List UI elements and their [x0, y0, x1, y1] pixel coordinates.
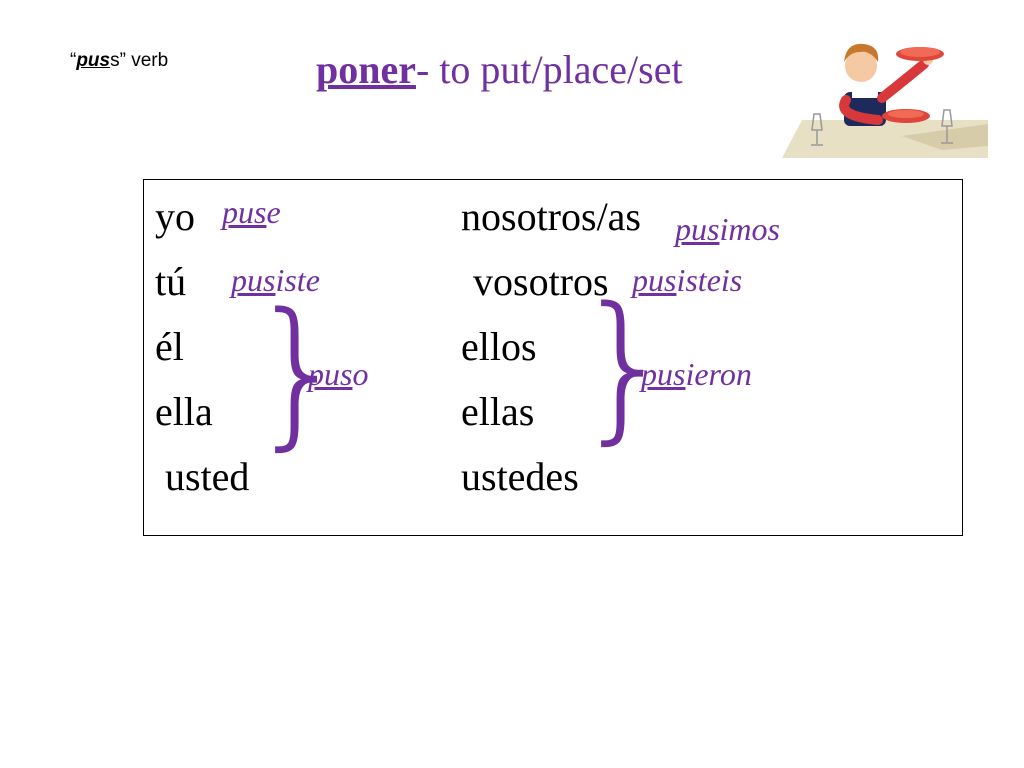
note-stem: pus: [76, 50, 111, 71]
note-close: ” verb: [119, 50, 169, 71]
conjugation-table: [143, 179, 963, 536]
pronoun-ustedes: ustedes: [461, 454, 579, 499]
form-yo-ending: e: [266, 194, 281, 230]
pronoun-tu: tú: [155, 259, 187, 304]
page-title: poner- to put/place/set: [316, 46, 683, 93]
form-third-singular-ending: o: [352, 356, 369, 392]
irregular-stem-note: “puss” verb: [70, 50, 168, 72]
form-vosotros: pusisteis: [632, 262, 742, 299]
form-third-plural-stem: pus: [641, 356, 686, 392]
form-nosotros-stem: pus: [675, 211, 720, 247]
form-nosotros-ending: imos: [719, 211, 780, 247]
form-vosotros-stem: pus: [632, 262, 677, 298]
form-yo-stem: pus: [222, 194, 267, 230]
note-rest: s: [110, 50, 120, 71]
form-third-plural: pusieron: [641, 356, 752, 393]
form-third-singular-stem: pus: [308, 356, 353, 392]
form-tu-ending: iste: [275, 262, 320, 298]
title-meaning: - to put/place/set: [416, 47, 683, 92]
brace-singular: }: [248, 278, 350, 465]
form-nosotros: pusimos: [675, 211, 780, 248]
pronoun-nosotros: nosotros/as: [461, 194, 641, 239]
waiter-setting-table-image: [782, 43, 988, 158]
form-yo: puse: [222, 194, 281, 231]
form-third-singular: puso: [308, 356, 368, 393]
pronoun-yo: yo: [155, 194, 195, 239]
form-tu: pusiste: [231, 262, 320, 299]
pronoun-el: él: [155, 324, 184, 369]
note-open-quote: “: [70, 50, 77, 71]
pronoun-usted: usted: [165, 454, 250, 499]
form-vosotros-ending: isteis: [676, 262, 743, 298]
form-tu-stem: pus: [231, 262, 276, 298]
brace-plural: }: [574, 272, 676, 459]
pronoun-ellos: ellos: [461, 324, 537, 369]
pronoun-ella: ella: [155, 389, 213, 434]
title-verb: poner: [316, 47, 416, 92]
pronoun-ellas: ellas: [461, 389, 535, 434]
form-third-plural-ending: ieron: [685, 356, 752, 392]
pronoun-vosotros: vosotros: [473, 259, 609, 304]
